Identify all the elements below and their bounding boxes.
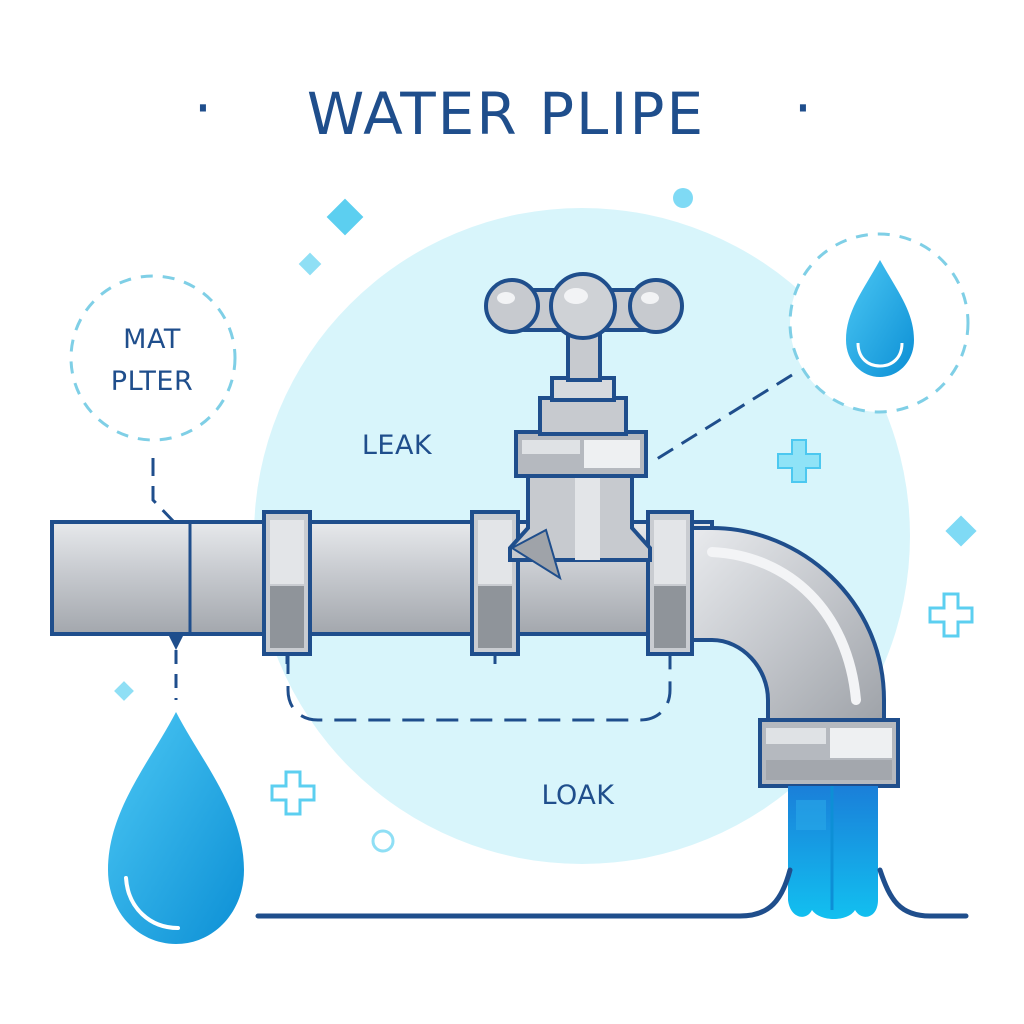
- callout-text-line1: MAT: [123, 324, 181, 355]
- coupling-3: [646, 510, 694, 656]
- circle-dot-icon: [371, 829, 395, 853]
- valve: [484, 272, 684, 581]
- faucet-handle-icon: [484, 272, 684, 340]
- valve-body-shadow: [509, 528, 562, 581]
- diamond-icon: [298, 252, 322, 276]
- leak-zone-outline: [286, 652, 672, 722]
- coupling-1: [262, 510, 312, 664]
- plus-icon: [270, 770, 316, 816]
- callout-leader-line: [151, 458, 178, 526]
- ground-line: [255, 867, 969, 919]
- elbow-pipe: [688, 526, 886, 726]
- pipe-couplings: [262, 510, 694, 664]
- right-callout: [651, 232, 970, 464]
- title-bullet-right: ·: [794, 74, 814, 142]
- callout-text-line2: PLTER: [111, 366, 193, 397]
- water-drop-icon: [108, 712, 244, 944]
- valve-nut-upper: [538, 396, 628, 436]
- callout-circle: [69, 274, 237, 442]
- plus-icon: [777, 439, 821, 483]
- label-loak: LOAK: [541, 780, 615, 811]
- drop-highlight: [856, 342, 904, 368]
- circle-dot-icon: [673, 188, 693, 208]
- valve-body-highlight: [575, 476, 600, 560]
- pipe-crack: [168, 634, 184, 650]
- diamond-icon: [945, 515, 977, 547]
- elbow-highlight: [707, 547, 861, 705]
- outlet-coupling: [758, 718, 900, 788]
- page-title: WATER PLIPE: [307, 80, 705, 148]
- elbow-body: [688, 526, 886, 726]
- title-bullet-left: ·: [194, 74, 214, 142]
- decorations: [114, 188, 977, 853]
- plus-icon: [928, 592, 974, 638]
- title-group: · WATER PLIPE ·: [194, 74, 814, 148]
- diamond-icon: [114, 681, 134, 701]
- water-drop-small-icon: [846, 260, 914, 377]
- left-callout: MAT PLTER: [69, 274, 237, 700]
- diamond-icon: [326, 198, 364, 236]
- coupling-2: [470, 510, 520, 664]
- water-stream: [788, 786, 878, 919]
- label-leak: LEAK: [362, 430, 433, 461]
